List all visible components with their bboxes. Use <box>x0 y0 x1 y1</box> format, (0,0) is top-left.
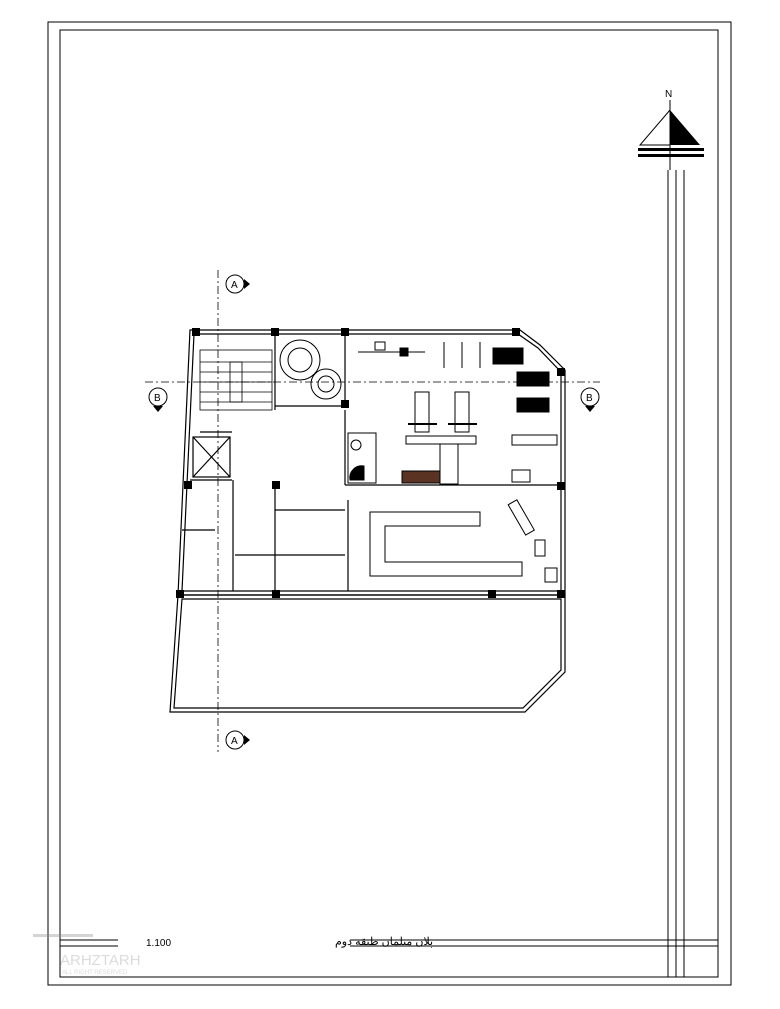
section-marker-a-top: A <box>225 274 250 294</box>
svg-text:ARHZTARH: ARHZTARH <box>60 952 141 969</box>
svg-text:A: A <box>231 736 238 747</box>
svg-text:B: B <box>586 393 593 404</box>
section-marker-a-bottom: A <box>225 730 250 750</box>
svg-text:ALL RIGHT RESERVED: ALL RIGHT RESERVED <box>62 970 128 976</box>
sheet-frame <box>47 21 732 986</box>
scale-label: 1.100 <box>146 938 171 949</box>
svg-text:B: B <box>154 393 161 404</box>
north-label: N <box>665 89 672 100</box>
section-axes <box>145 270 600 752</box>
courtyard-trees <box>279 339 342 400</box>
section-marker-b-right: B <box>580 387 600 412</box>
columns <box>176 328 565 598</box>
section-marker-b-left: B <box>148 387 168 412</box>
watermark-logo: ARHZTARH ALL RIGHT RESERVED <box>33 934 141 976</box>
meeting-table <box>369 499 558 583</box>
drawing-title: پلان مبلمان طبقه دوم <box>335 936 433 948</box>
staircase <box>199 349 273 411</box>
north-arrow-icon: N <box>638 89 704 170</box>
gym-equipment <box>347 341 558 485</box>
svg-text:A: A <box>231 280 238 291</box>
title-block: 1.100 پلان مبلمان طبقه دوم <box>146 936 433 949</box>
building-walls <box>169 329 566 713</box>
